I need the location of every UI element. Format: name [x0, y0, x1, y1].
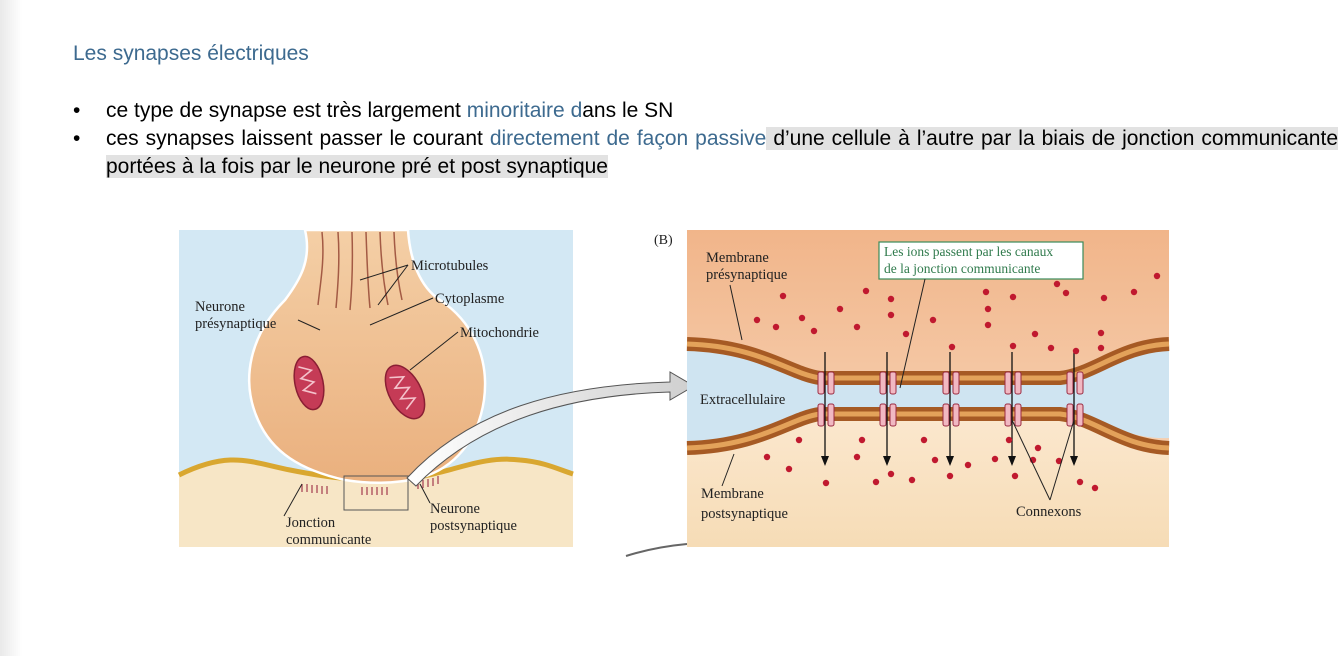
- bullet-list: • ce type de synapse est très largement …: [73, 97, 1338, 181]
- ion-dot: [1097, 344, 1105, 352]
- ion-dot: [1009, 342, 1017, 350]
- bullet-text: ces synapses laissent passer le courant: [106, 127, 490, 150]
- panel-a-leader-lines: [283, 264, 459, 517]
- ion-dot: [836, 305, 844, 313]
- ion-dot: [991, 455, 999, 463]
- connexon: [1066, 352, 1084, 466]
- ion-dot: [785, 465, 793, 473]
- microtubule-lines: [317, 231, 403, 311]
- ion-dot: [798, 314, 806, 322]
- ion-dot: [929, 316, 937, 324]
- ion-dot: [1097, 329, 1105, 337]
- ion-dot: [964, 461, 972, 469]
- panel-b-label: (B): [654, 233, 673, 248]
- ions-note-leader: [899, 278, 926, 389]
- ion-dot: [1047, 344, 1055, 352]
- ion-dot: [1011, 472, 1019, 480]
- label-cytoplasme: Cytoplasme: [435, 291, 504, 307]
- connexon: [817, 352, 835, 466]
- gap-junction-stripes: [301, 476, 439, 495]
- ion-dot: [1072, 347, 1080, 355]
- ion-dot: [753, 316, 761, 324]
- ion-dot: [853, 323, 861, 331]
- ion-dot: [1034, 444, 1042, 452]
- ion-dot: [984, 321, 992, 329]
- postsynaptic-cell: [179, 459, 573, 547]
- ion-dot: [810, 327, 818, 335]
- slide-title: Les synapses électriques: [73, 42, 309, 65]
- ion-dot: [946, 472, 954, 480]
- ion-dot: [908, 476, 916, 484]
- zoom-box: [343, 475, 409, 511]
- panel-b-leader-lines: [721, 284, 1075, 501]
- ion-dot: [1009, 293, 1017, 301]
- ion-dot: [1055, 457, 1063, 465]
- label-connexons: Connexons: [1016, 504, 1082, 520]
- ion-dot: [920, 436, 928, 444]
- ion-dot: [902, 330, 910, 338]
- ion-dot: [1091, 484, 1099, 492]
- bullet-text: ce type de synapse est très largement: [106, 99, 467, 122]
- zoom-arrow-lower: [625, 543, 688, 557]
- ions-note-box: [878, 241, 1084, 280]
- ion-dot: [1005, 436, 1013, 444]
- ion-dot: [887, 295, 895, 303]
- ion-dot: [887, 470, 895, 478]
- connexon: [1004, 352, 1022, 466]
- ion-dot: [982, 288, 990, 296]
- ion-dot: [779, 292, 787, 300]
- ion-dot: [772, 323, 780, 331]
- bullet-highlight-text: minoritaire d: [466, 99, 583, 122]
- extracellular-space: [687, 350, 1169, 442]
- postsynaptic-cytoplasm: [687, 420, 1169, 547]
- connexon: [942, 352, 960, 466]
- bullet-dot: •: [73, 99, 81, 122]
- label-mitochondrie: Mitochondrie: [460, 325, 539, 341]
- ion-dot: [887, 311, 895, 319]
- label-extracellulaire: Extracellulaire: [700, 392, 785, 408]
- ion-dot: [763, 453, 771, 461]
- ion-dot: [1076, 478, 1084, 486]
- ion-dot: [1153, 272, 1161, 280]
- ion-dot: [984, 305, 992, 313]
- ion-dot: [872, 478, 880, 486]
- ion-dot: [1031, 330, 1039, 338]
- bullet-dot: •: [73, 127, 81, 150]
- page-edge-shadow: [0, 0, 22, 656]
- ion-dot: [795, 436, 803, 444]
- bullet-text: ans le SN: [582, 99, 674, 122]
- ion-dot: [1053, 280, 1061, 288]
- ion-dot: [862, 287, 870, 295]
- presynaptic-terminal: [247, 228, 487, 485]
- label-microtubules: Microtubules: [411, 258, 489, 274]
- ion-dot: [931, 456, 939, 464]
- ion-dot: [948, 343, 956, 351]
- extracellular-label-bg: [698, 390, 802, 408]
- ion-dot: [858, 436, 866, 444]
- ion-dot: [1062, 289, 1070, 297]
- bullet-item-1: • ce type de synapse est très largement …: [73, 97, 1338, 125]
- mitochondria: [293, 355, 426, 420]
- bullet-item-2: • ces synapses laissent passer le couran…: [73, 125, 1338, 181]
- bullet-highlight-text: directement de façon passive: [489, 127, 767, 150]
- connexon: [879, 352, 897, 466]
- ion-dot: [822, 479, 830, 487]
- ion-dot: [1130, 288, 1138, 296]
- ion-dot: [853, 453, 861, 461]
- ion-dot: [1100, 294, 1108, 302]
- connexon-channels: [817, 352, 1084, 466]
